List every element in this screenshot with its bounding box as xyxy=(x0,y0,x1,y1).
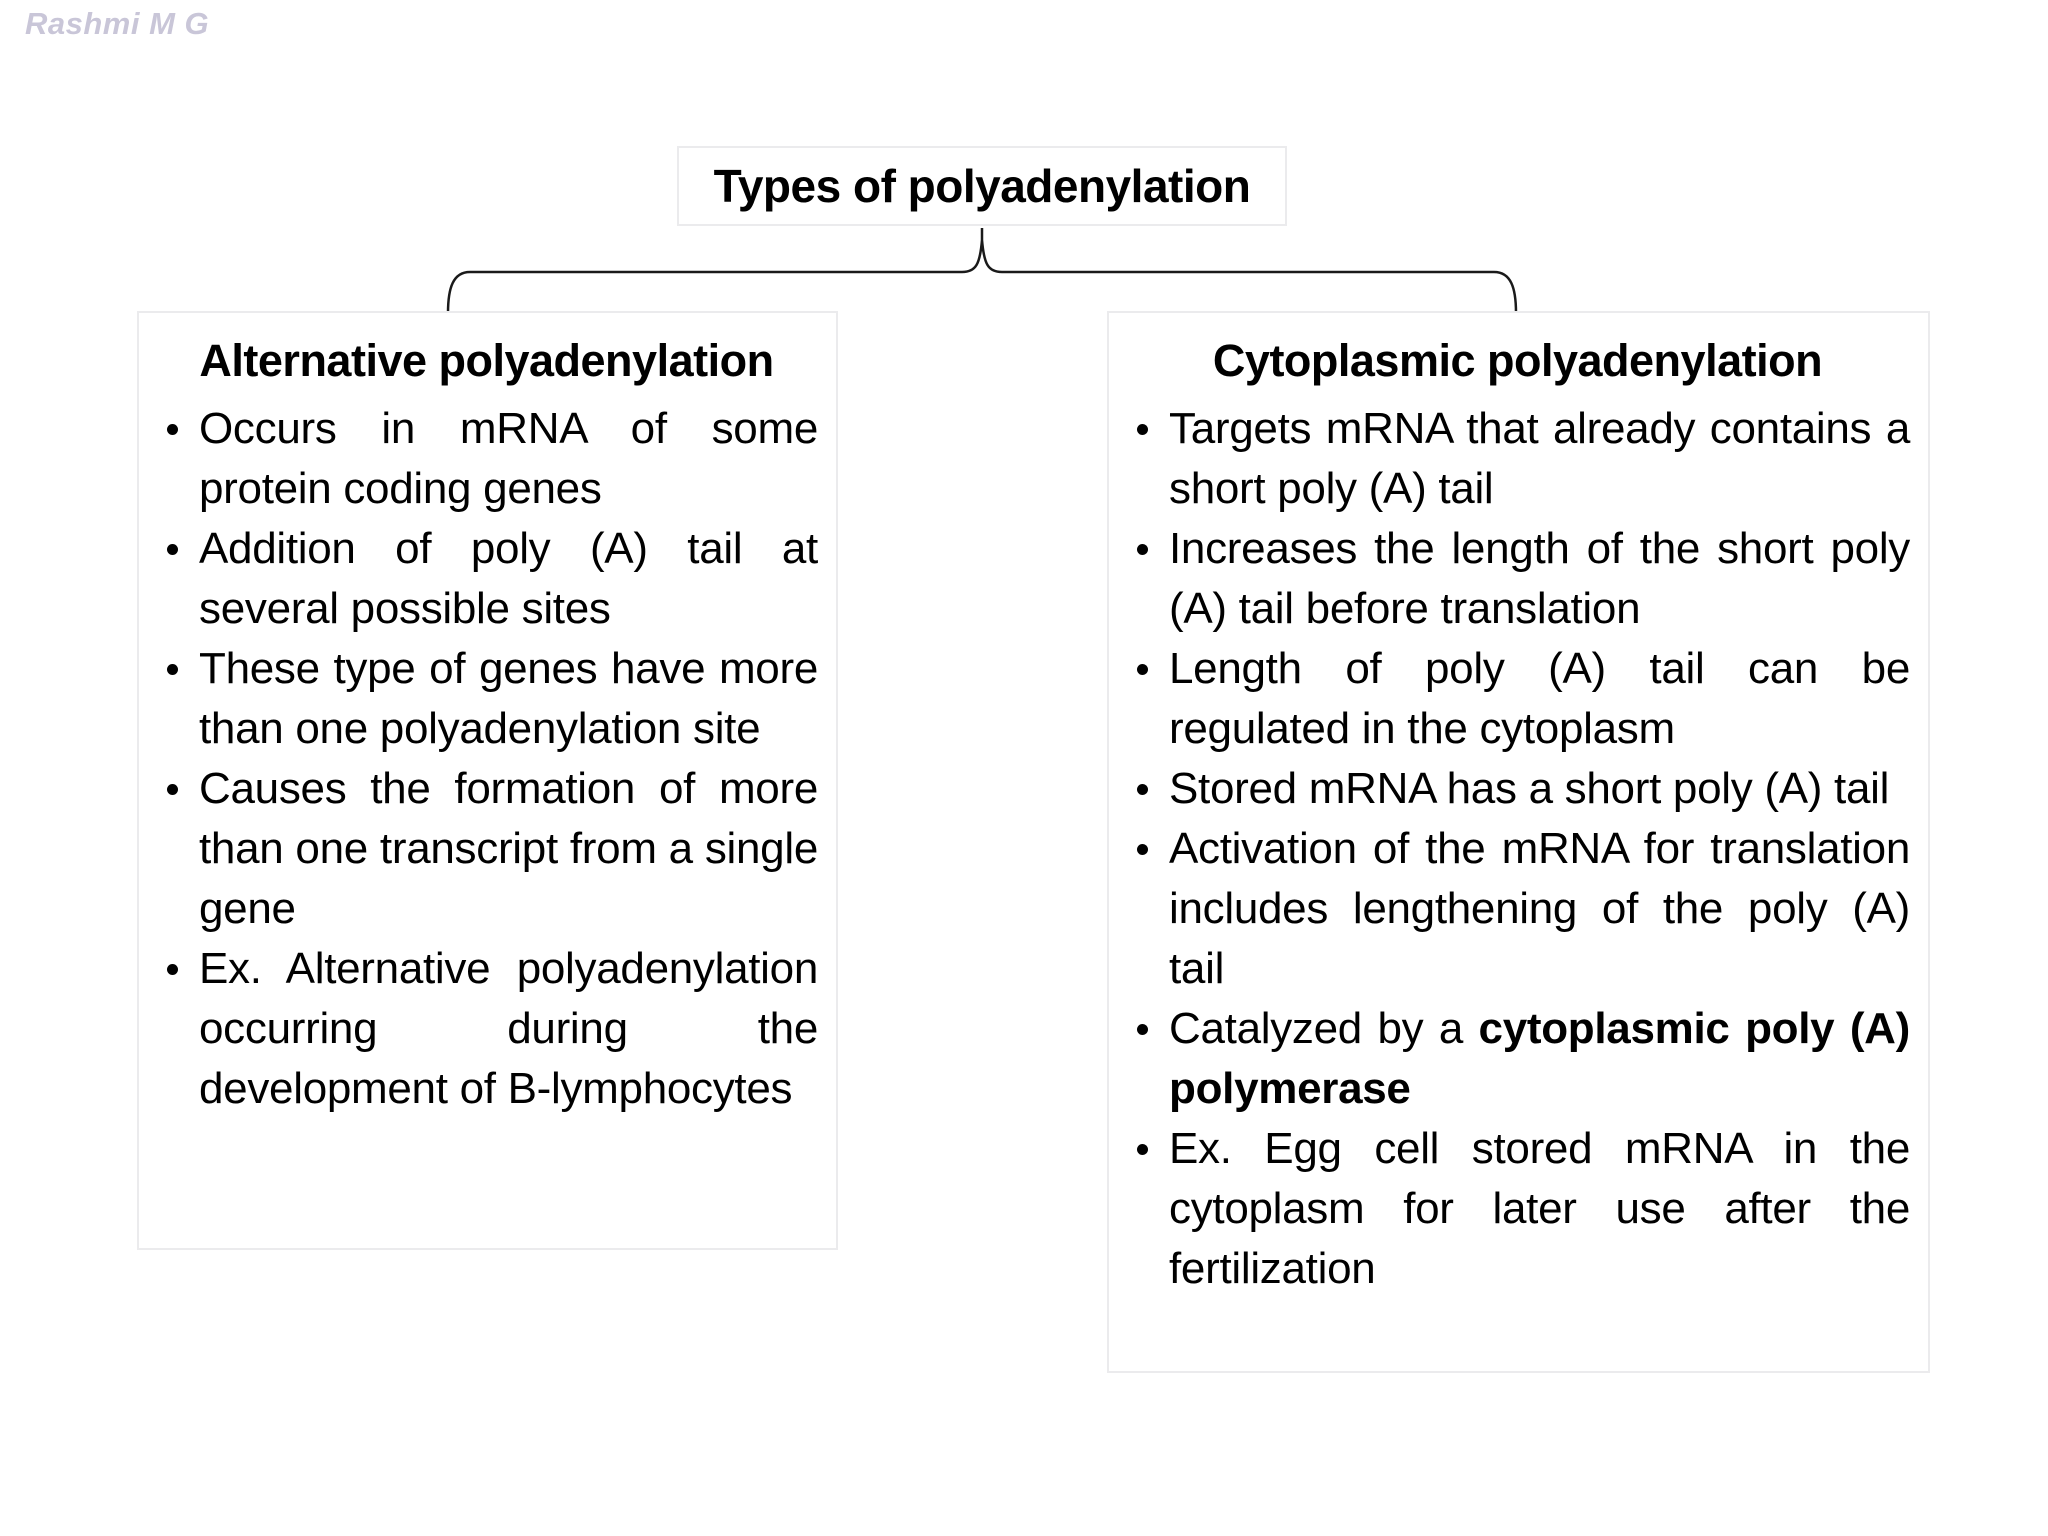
page-title: Types of polyadenylation xyxy=(713,160,1251,212)
watermark-author: Rashmi M G xyxy=(25,6,210,41)
list-item: Ex. Egg cell stored mRNA in the cytoplas… xyxy=(1125,1119,1910,1299)
list-item: Occurs in mRNA of some protein coding ge… xyxy=(155,399,818,519)
brace-path xyxy=(446,228,1518,315)
list-item: These type of genes have more than one p… xyxy=(155,639,818,759)
right-bullet-list: Targets mRNA that already contains a sho… xyxy=(1125,399,1910,1299)
list-item: Activation of the mRNA for translation i… xyxy=(1125,819,1910,999)
left-box-heading: Alternative polyadenylation xyxy=(199,335,774,386)
cytoplasmic-polyadenylation-box: Cytoplasmic polyadenylation Targets mRNA… xyxy=(1107,311,1930,1373)
left-bullet-list: Occurs in mRNA of some protein coding ge… xyxy=(155,399,818,1119)
list-item: Targets mRNA that already contains a sho… xyxy=(1125,399,1910,519)
list-item: Length of poly (A) tail can be regulated… xyxy=(1125,639,1910,759)
list-item: Catalyzed by a cytoplasmic poly (A) poly… xyxy=(1125,999,1910,1119)
title-box: Types of polyadenylation xyxy=(677,146,1287,226)
list-item: Stored mRNA has a short poly (A) tail xyxy=(1125,759,1910,819)
list-item: Causes the formation of more than one tr… xyxy=(155,759,818,939)
list-item: Addition of poly (A) tail at several pos… xyxy=(155,519,818,639)
list-item-bold-text: cytoplasmic poly (A) polymerase xyxy=(1169,1004,1911,1113)
list-item: Ex. Alternative polyadenylation occurrin… xyxy=(155,939,818,1119)
alternative-polyadenylation-box: Alternative polyadenylation Occurs in mR… xyxy=(137,311,838,1250)
list-item-text: Catalyzed by a xyxy=(1169,1004,1479,1053)
right-box-heading: Cytoplasmic polyadenylation xyxy=(1212,335,1823,386)
list-item: Increases the length of the short poly (… xyxy=(1125,519,1910,639)
